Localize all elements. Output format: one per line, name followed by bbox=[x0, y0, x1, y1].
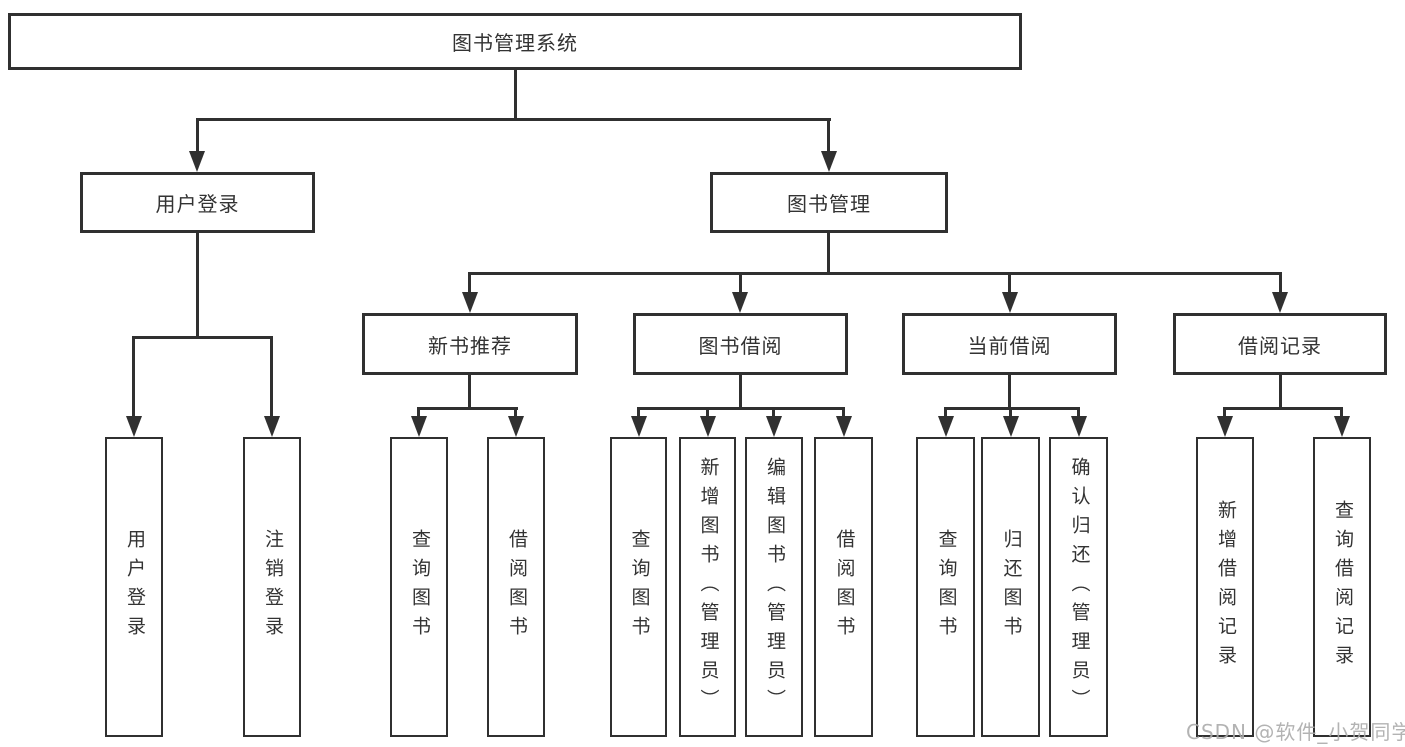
connector-line bbox=[196, 118, 199, 154]
leaf-label: 查询图书 bbox=[408, 529, 431, 645]
csdn-watermark: CSDN @软件_小贺同学 bbox=[1186, 720, 1405, 744]
leaf-label: 新增借阅记录 bbox=[1214, 500, 1237, 674]
connector-line bbox=[1077, 407, 1080, 420]
leaf-label: 编辑图书（管理员） bbox=[763, 456, 786, 718]
leaf-label: 注销登录 bbox=[261, 529, 284, 645]
connector-line bbox=[468, 272, 471, 295]
leaf-add-borrow-record: 新增借阅记录 bbox=[1196, 437, 1254, 737]
leaf-logout: 注销登录 bbox=[243, 437, 301, 737]
leaf-confirm-return-admin: 确认归还（管理员） bbox=[1049, 437, 1108, 737]
arrow-down-icon bbox=[836, 416, 852, 437]
connector-line bbox=[1009, 407, 1012, 420]
connector-line bbox=[270, 336, 273, 419]
connector-line bbox=[1279, 272, 1282, 295]
arrow-down-icon bbox=[126, 416, 142, 437]
connector-line bbox=[637, 407, 845, 410]
leaf-borrow-books: 借阅图书 bbox=[814, 437, 873, 737]
connector-line bbox=[827, 118, 830, 154]
connector-line bbox=[417, 407, 420, 420]
leaf-label: 借阅图书 bbox=[505, 529, 528, 645]
arrow-down-icon bbox=[1272, 292, 1288, 313]
node-current-borrowing: 当前借阅 bbox=[902, 313, 1117, 375]
leaf-edit-books-admin: 编辑图书（管理员） bbox=[745, 437, 803, 737]
arrow-down-icon bbox=[821, 151, 837, 172]
connector-line bbox=[772, 407, 775, 420]
connector-line bbox=[739, 272, 742, 295]
connector-line bbox=[417, 407, 518, 410]
arrow-down-icon bbox=[411, 416, 427, 437]
connector-line bbox=[468, 375, 471, 410]
arrow-down-icon bbox=[732, 292, 748, 313]
leaf-return-books: 归还图书 bbox=[981, 437, 1040, 737]
node-library-management-system: 图书管理系统 bbox=[8, 13, 1022, 70]
leaf-label: 用户登录 bbox=[123, 529, 146, 645]
arrow-down-icon bbox=[189, 151, 205, 172]
connector-line bbox=[842, 407, 845, 420]
connector-line bbox=[637, 407, 640, 420]
arrow-down-icon bbox=[1003, 416, 1019, 437]
node-label: 图书借阅 bbox=[698, 333, 783, 358]
connector-line bbox=[468, 272, 1282, 275]
connector-line bbox=[1223, 407, 1343, 410]
connector-line bbox=[739, 375, 742, 410]
connector-line bbox=[514, 407, 517, 420]
arrow-down-icon bbox=[1217, 416, 1233, 437]
node-label: 用户登录 bbox=[155, 192, 240, 216]
leaf-label: 查询图书 bbox=[628, 529, 651, 645]
arrow-down-icon bbox=[700, 416, 716, 437]
connector-line bbox=[132, 336, 135, 419]
connector-line bbox=[706, 407, 709, 420]
node-label: 图书管理系统 bbox=[452, 31, 578, 55]
arrow-down-icon bbox=[462, 292, 478, 313]
node-label: 图书管理 bbox=[787, 192, 871, 216]
leaf-label: 确认归还（管理员） bbox=[1068, 456, 1091, 718]
leaf-label: 查询图书 bbox=[935, 529, 958, 645]
arrow-down-icon bbox=[631, 416, 647, 437]
leaf-user-login: 用户登录 bbox=[105, 437, 163, 737]
leaf-label: 查询借阅记录 bbox=[1331, 500, 1354, 674]
node-book-borrowing: 图书借阅 bbox=[633, 313, 848, 375]
connector-line bbox=[132, 336, 273, 339]
node-new-book-recommendation: 新书推荐 bbox=[362, 313, 578, 375]
arrow-down-icon bbox=[508, 416, 524, 437]
node-label: 当前借阅 bbox=[967, 333, 1052, 358]
connector-line bbox=[1279, 375, 1282, 410]
connector-line bbox=[1008, 375, 1011, 410]
connector-line bbox=[1340, 407, 1343, 420]
arrow-down-icon bbox=[1002, 292, 1018, 313]
connector-line bbox=[1223, 407, 1226, 420]
leaf-label: 归还图书 bbox=[1000, 529, 1023, 645]
connector-line bbox=[514, 70, 517, 121]
leaf-borrow-query-books: 查询图书 bbox=[610, 437, 667, 737]
arrow-down-icon bbox=[938, 416, 954, 437]
connector-line bbox=[944, 407, 1080, 410]
connector-line bbox=[827, 233, 830, 275]
connector-line bbox=[944, 407, 947, 420]
arrow-down-icon bbox=[1334, 416, 1350, 437]
connector-line bbox=[196, 233, 199, 339]
connector-line bbox=[1008, 272, 1011, 295]
node-book-management: 图书管理 bbox=[710, 172, 948, 233]
leaf-label: 新增图书（管理员） bbox=[697, 456, 720, 718]
leaf-query-borrow-record: 查询借阅记录 bbox=[1313, 437, 1371, 737]
arrow-down-icon bbox=[766, 416, 782, 437]
leaf-recommend-query-books: 查询图书 bbox=[390, 437, 448, 737]
node-label: 借阅记录 bbox=[1238, 333, 1322, 358]
arrow-down-icon bbox=[1071, 416, 1087, 437]
node-borrowing-records: 借阅记录 bbox=[1173, 313, 1387, 375]
leaf-label: 借阅图书 bbox=[833, 529, 856, 645]
arrow-down-icon bbox=[264, 416, 280, 437]
node-label: 新书推荐 bbox=[428, 333, 512, 358]
connector-line bbox=[196, 118, 831, 121]
leaf-recommend-borrow-books: 借阅图书 bbox=[487, 437, 545, 737]
node-user-login: 用户登录 bbox=[80, 172, 315, 233]
leaf-add-books-admin: 新增图书（管理员） bbox=[679, 437, 736, 737]
leaf-current-query-books: 查询图书 bbox=[916, 437, 975, 737]
